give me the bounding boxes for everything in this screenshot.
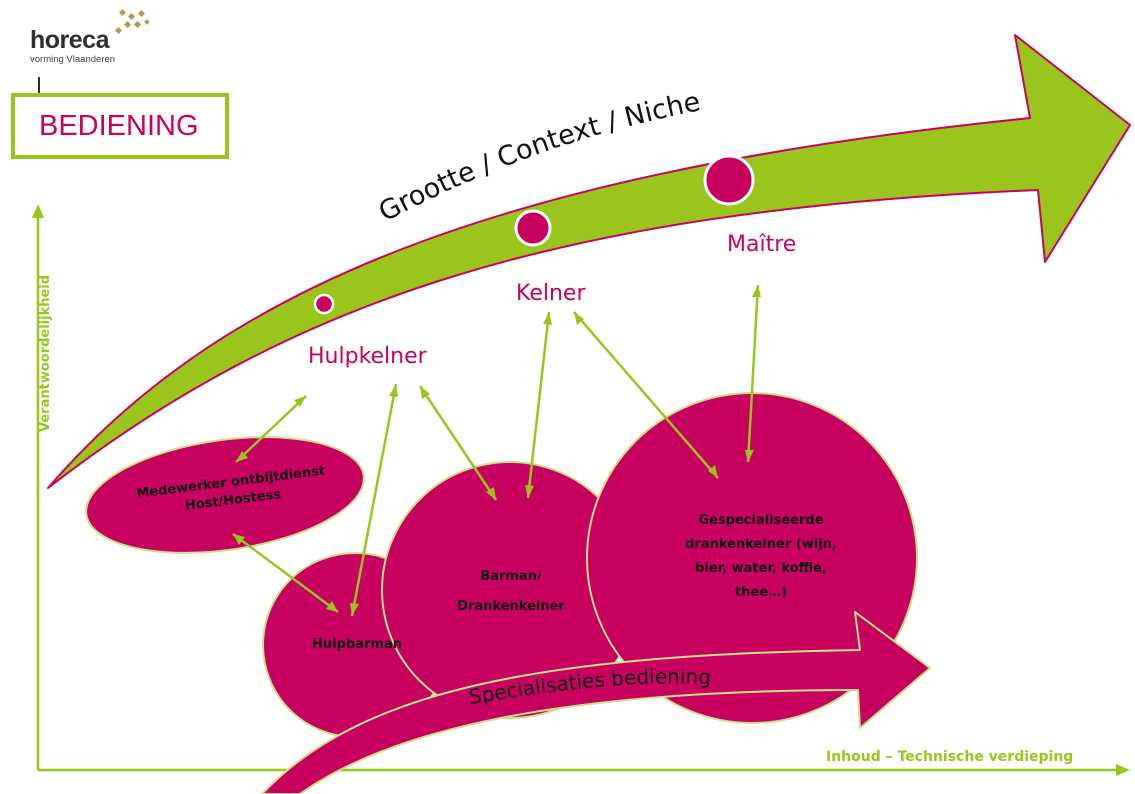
logo-subtitle: vorming Vlaanderen — [30, 54, 116, 65]
x-axis-label: Inhoud – Technische verdieping — [826, 749, 1074, 765]
arrow-hulpkelner-breakfast — [235, 395, 307, 463]
x-axis-arrowhead — [1116, 764, 1130, 776]
level-label-maitre: Maître — [727, 232, 796, 257]
title-box: BEDIENING — [11, 93, 229, 159]
kelner-dot — [514, 209, 552, 247]
axes — [36, 212, 1122, 772]
maitre-dot — [703, 154, 755, 206]
page-title: BEDIENING — [39, 109, 199, 142]
y-axis-arrowhead — [32, 204, 44, 218]
y-axis-label: Verantwoordelijkheid — [38, 274, 53, 432]
main-arrow — [47, 34, 1131, 489]
arrow-kelner-drinks — [573, 311, 719, 479]
hulpkelner-dot — [313, 293, 335, 315]
specialisations-arrow — [261, 611, 931, 794]
arrow-hulpkelner-hulpbarman — [350, 383, 398, 617]
level-label-kelner: Kelner — [516, 281, 586, 306]
arrow-breakfast-hulpbarman — [232, 532, 339, 614]
level-label-hulpkelner: Hulpkelner — [308, 344, 428, 369]
horeca-logo: horeca vorming Vlaanderen — [30, 8, 150, 65]
drinks-line-1: Gespecialiseerde — [698, 513, 823, 528]
connector-arrows — [232, 284, 760, 617]
drinks-line-2: drankenkelner (wijn, — [685, 537, 837, 552]
hulpbarman-text: Hulpbarman — [312, 637, 402, 652]
logo-dots-icon — [114, 8, 150, 35]
connector-arrowheads — [233, 285, 761, 616]
arrow-kelner-barman — [526, 311, 551, 499]
drinks-line-4: thee…) — [735, 585, 787, 600]
arrow-hulpkelner-barman — [418, 385, 498, 501]
breakfast-ellipse — [85, 436, 365, 554]
logo-word: horeca — [30, 26, 109, 54]
drinks-line-3: bier, water, koffie, — [695, 561, 827, 576]
arrow-maitre-drinks — [746, 284, 760, 463]
barman-line-1: Barman/ — [480, 569, 542, 584]
barman-line-2: Drankenkelner — [457, 599, 565, 614]
logo-connector — [38, 77, 40, 93]
